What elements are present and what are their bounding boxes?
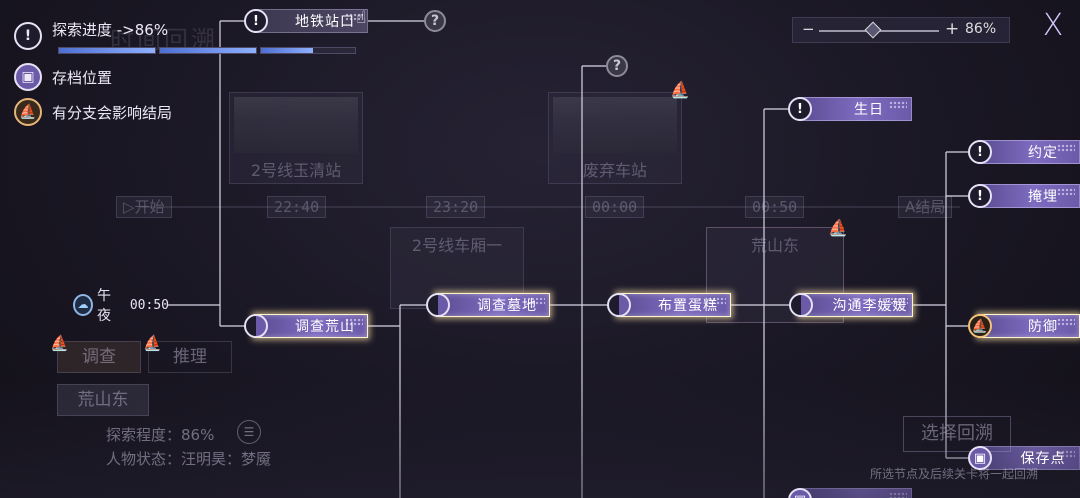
zoom-value: 86%: [965, 21, 997, 37]
info-panel-bg: [0, 378, 1080, 498]
progress-label: 探索进度 ->86%: [52, 20, 169, 39]
exclamation-icon: !: [968, 184, 992, 208]
node-label: 布置蛋糕: [658, 298, 718, 314]
progress-fill-3: [261, 48, 313, 53]
zoom-control[interactable]: − + 86%: [792, 17, 1010, 43]
hand-pointer-icon: ☝: [356, 8, 367, 28]
timeline-time-1: 22:40: [267, 196, 327, 218]
rewind-hint: 所选节点及后续关卡将一起回溯: [870, 467, 1039, 481]
legend-branch: ⛵ 有分支会影响结局: [14, 98, 172, 126]
time-node[interactable]: ☁ 午夜 00:50: [73, 288, 169, 324]
sail-icon: ⛵: [968, 314, 992, 338]
node-arrange-cake[interactable]: 布置蛋糕: [607, 293, 731, 317]
node-communicate[interactable]: 沟通李媛媛: [789, 293, 913, 317]
timeline-time-4: 00:50: [745, 196, 805, 218]
exclamation-icon: !: [244, 9, 268, 33]
tab-reason[interactable]: 推理: [148, 341, 232, 373]
exclamation-icon: !: [968, 140, 992, 164]
play-icon: ▷: [123, 198, 135, 216]
node-defend[interactable]: ⛵ 防御: [968, 314, 1080, 338]
half-circle-icon: [607, 293, 631, 317]
time-node-time: 00:50: [129, 297, 169, 313]
node-investigate-tomb[interactable]: 调查墓地: [426, 293, 550, 317]
node-label: 沟通李媛媛: [832, 298, 908, 314]
progress-row: ! 探索进度 ->86%: [14, 20, 169, 50]
unknown-node-2[interactable]: ?: [606, 55, 628, 77]
node-label: 保存点: [1020, 451, 1066, 467]
rain-cloud-icon: ☁: [73, 294, 93, 316]
choose-rewind-button[interactable]: 选择回溯: [903, 416, 1011, 452]
node-promise[interactable]: ! 约定: [968, 140, 1080, 164]
node-label: …: [812, 492, 912, 498]
node-label: 地铁站口: [295, 14, 355, 30]
zoom-out-button[interactable]: −: [802, 20, 815, 38]
sail-icon: ⛵: [50, 334, 69, 352]
legend-save-label: 存档位置: [52, 68, 113, 87]
branch-sail-icon: ⛵: [828, 218, 848, 237]
unknown-node-1[interactable]: ?: [424, 10, 446, 32]
node-label: 掩埋: [1028, 189, 1058, 205]
node-label: 调查墓地: [477, 298, 537, 314]
half-circle-icon: [426, 293, 450, 317]
exclamation-icon: !: [14, 22, 42, 50]
zoom-in-button[interactable]: +: [945, 19, 960, 39]
node-bury[interactable]: ! 掩埋: [968, 184, 1080, 208]
save-box-icon: ▣: [968, 446, 992, 470]
progress-fill-2: [160, 48, 256, 53]
list-icon[interactable]: ☰: [237, 420, 261, 444]
progress-bar-1: [58, 47, 156, 54]
half-circle-icon: [789, 293, 813, 317]
node-label: 调查荒山: [295, 319, 355, 335]
tab-investigate[interactable]: 调查: [57, 341, 141, 373]
timeline-end: A结局: [898, 196, 953, 218]
node-savepoint[interactable]: ▣ 保存点: [968, 446, 1080, 470]
timeline-start: ▷开始: [116, 196, 172, 218]
sail-icon: ⛵: [143, 334, 162, 352]
node-label: 生日: [854, 102, 884, 118]
timeline-time-3: 00:00: [585, 196, 645, 218]
time-node-period: 午夜: [96, 288, 111, 324]
explore-degree: 探索程度：86%: [106, 426, 215, 444]
zoom-slider-handle[interactable]: [864, 21, 882, 39]
node-label: 约定: [1028, 145, 1058, 161]
node-birthday[interactable]: ! 生日: [788, 97, 912, 121]
timeline-time-2: 23:20: [426, 196, 486, 218]
save-box-icon: ▣: [14, 63, 42, 91]
character-state: 人物状态：汪明昊：梦魇: [106, 450, 272, 468]
scene-card-3: 废弃车站: [548, 92, 682, 184]
sail-icon: ⛵: [14, 98, 42, 126]
node-subway-exit[interactable]: ! 地铁站口: [244, 9, 368, 33]
progress-fill-1: [59, 48, 155, 53]
node-label: 防御: [1028, 319, 1058, 335]
half-circle-icon: [244, 314, 268, 338]
progress-bar-2: [159, 47, 257, 54]
legend-branch-label: 有分支会影响结局: [52, 103, 173, 122]
location-label: 荒山东: [57, 384, 149, 416]
exclamation-icon: !: [788, 97, 812, 121]
scene-card-1: 2号线玉清站: [229, 92, 363, 184]
progress-bar-3: [260, 47, 356, 54]
node-investigate-mountain[interactable]: 调查荒山: [244, 314, 368, 338]
legend-save: ▣ 存档位置: [14, 63, 112, 91]
branch-sail-icon: ⛵: [670, 80, 690, 99]
node-partial-bottom[interactable]: ▣ …: [788, 488, 912, 498]
close-button[interactable]: X: [1042, 8, 1064, 43]
